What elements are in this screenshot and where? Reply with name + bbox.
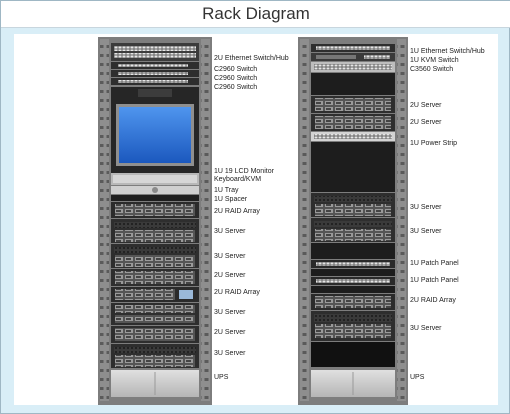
blank-panel-2 — [311, 142, 395, 192]
left-label-keyboard-kvm: Keyboard/KVM — [214, 176, 262, 183]
kvm-switch — [311, 53, 395, 61]
diagram-canvas: 2U Ethernet Switch/Hub C2960 Switch C296… — [14, 34, 498, 405]
server-3u-r3 — [311, 311, 395, 341]
right-label-kvm-switch: 1U KVM Switch — [410, 57, 459, 64]
left-label-ethernet-switch: 2U Ethernet Switch/Hub — [214, 55, 289, 62]
right-label-server-2u-1: 2U Server — [410, 102, 442, 109]
left-label-tray: 1U Tray — [214, 187, 239, 194]
raid-array-r1 — [311, 294, 395, 310]
right-label-power-strip: 1U Power Strip — [410, 140, 458, 147]
left-label-server-2u-2: 2U Server — [214, 329, 246, 336]
diagram-title: Rack Diagram — [1, 1, 510, 28]
right-rack — [298, 37, 408, 405]
c2960-switch-3 — [111, 78, 199, 85]
left-label-server-3u-2: 3U Server — [214, 253, 246, 260]
spacer — [111, 195, 199, 201]
right-label-ups: UPS — [410, 374, 425, 381]
ups-right — [311, 370, 395, 397]
right-label-server-3u-2: 3U Server — [410, 228, 442, 235]
left-label-server-3u-3: 3U Server — [214, 309, 246, 316]
raid-array-2 — [111, 287, 199, 302]
c2960-switch-1 — [111, 62, 199, 69]
right-rack-rail-left — [300, 39, 309, 401]
c3560-switch — [311, 62, 395, 72]
patch-panel-2 — [311, 277, 395, 285]
server-2u-r2 — [311, 114, 395, 131]
right-label-c3560-switch: C3560 Switch — [410, 66, 454, 73]
blank-panel-4 — [311, 269, 395, 276]
left-label-raid-array-1: 2U RAID Array — [214, 208, 260, 215]
left-rack-rail-left — [100, 39, 109, 401]
ups-left — [111, 370, 199, 397]
left-label-raid-array-2: 2U RAID Array — [214, 289, 260, 296]
server-2u-r1 — [311, 96, 395, 113]
keyboard-kvm — [111, 173, 199, 185]
server-3u-4 — [111, 344, 199, 368]
right-label-raid-array: 2U RAID Array — [410, 297, 456, 304]
left-label-ups: UPS — [214, 374, 229, 381]
c2960-switch-2 — [111, 70, 199, 77]
server-3u-2 — [111, 244, 199, 268]
right-label-server-3u-3: 3U Server — [410, 325, 442, 332]
ethernet-switch-1u — [311, 44, 395, 52]
left-label-c2960-switch-1: C2960 Switch — [214, 66, 258, 73]
server-3u-r2 — [311, 218, 395, 242]
left-label-server-2u-1: 2U Server — [214, 272, 246, 279]
power-strip — [311, 132, 395, 141]
right-label-ethernet-switch: 1U Ethernet Switch/Hub — [410, 48, 485, 55]
left-label-c2960-switch-2: C2960 Switch — [214, 75, 258, 82]
server-2u-1 — [111, 269, 199, 286]
right-label-patch-panel-2: 1U Patch Panel — [410, 277, 459, 284]
right-label-server-3u-1: 3U Server — [410, 204, 442, 211]
right-label-server-2u-2: 2U Server — [410, 119, 442, 126]
patch-panel-1 — [311, 260, 395, 268]
right-rack-rail-right — [397, 39, 406, 401]
left-label-spacer: 1U Spacer — [214, 196, 248, 203]
tray — [111, 186, 199, 194]
rack-drawing — [98, 37, 408, 405]
server-3u-1 — [111, 219, 199, 243]
raid-array-1 — [111, 202, 199, 218]
blank-panel-5 — [311, 286, 395, 293]
server-2u-2 — [111, 326, 199, 343]
server-3u-r1 — [311, 193, 395, 217]
server-3u-3 — [111, 303, 199, 325]
blank-panel-6 — [311, 342, 395, 367]
left-label-server-3u-4: 3U Server — [214, 350, 246, 357]
left-rack — [98, 37, 212, 405]
right-label-patch-panel-1: 1U Patch Panel — [410, 260, 459, 267]
blank-panel-3 — [311, 243, 395, 259]
left-label-server-3u-1: 3U Server — [214, 228, 246, 235]
ethernet-switch-hub — [111, 43, 199, 61]
lcd-monitor — [111, 87, 199, 173]
blank-panel-1 — [311, 73, 395, 95]
left-label-lcd-monitor: 1U 19 LCD Monitor — [214, 168, 274, 175]
left-label-c2960-switch-3: C2960 Switch — [214, 84, 258, 91]
left-rack-rail-right — [201, 39, 210, 401]
